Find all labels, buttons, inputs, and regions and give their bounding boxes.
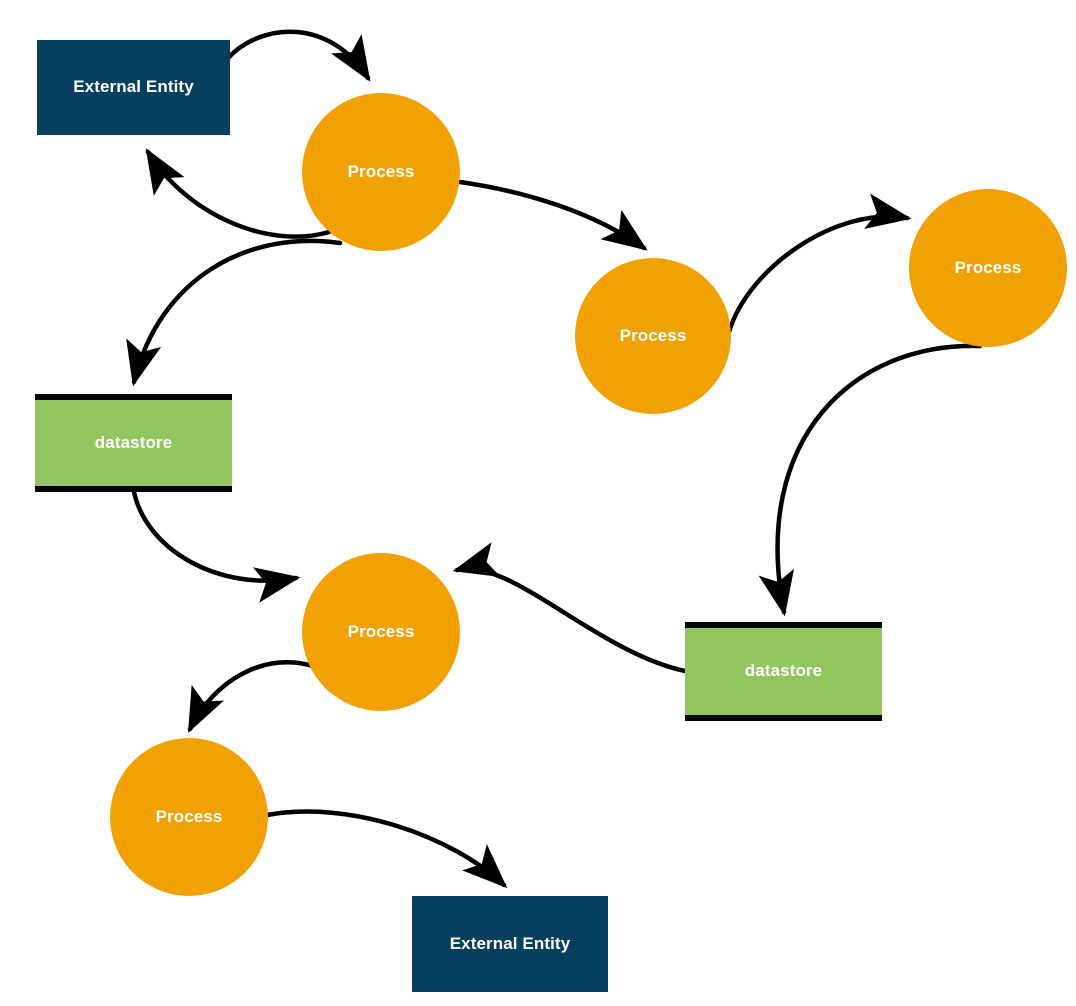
process-node-4[interactable]: Process	[302, 553, 460, 711]
datastore-node-1[interactable]: datastore	[35, 394, 232, 492]
datastore-label-1: datastore	[94, 432, 173, 452]
process-label-2: Process	[619, 325, 687, 345]
edge-p3-to-ds2	[758, 343, 983, 617]
process-label-1: Process	[347, 161, 415, 181]
edge-p2-to-p3	[726, 193, 912, 335]
process-node-1[interactable]: Process	[302, 93, 460, 251]
process-node-2[interactable]: Process	[575, 258, 731, 414]
edge-p4-to-p5	[187, 660, 319, 734]
edge-p1-to-ds1	[126, 238, 343, 387]
edge-ds1-to-p4	[131, 489, 301, 603]
edge-p5-to-ee2	[264, 809, 508, 889]
process-label-4: Process	[347, 621, 415, 641]
external-entity-node-2[interactable]: External Entity	[412, 896, 608, 992]
external-entity-node-1[interactable]: External Entity	[37, 40, 230, 135]
process-label-5: Process	[155, 806, 223, 826]
datastore-node-2[interactable]: datastore	[685, 622, 882, 721]
edge-p1-to-ee1	[145, 148, 332, 239]
process-label-3: Process	[954, 257, 1022, 277]
external-entity-label-1: External Entity	[73, 77, 194, 97]
edge-p1-to-p2	[457, 179, 648, 251]
edge-ds2-to-p4	[452, 542, 693, 675]
external-entity-label-2: External Entity	[449, 933, 571, 953]
edge-ee1-to-p1	[225, 29, 371, 82]
datastore-label-2: datastore	[744, 661, 823, 681]
process-node-3[interactable]: Process	[909, 189, 1067, 347]
process-node-5[interactable]: Process	[110, 738, 268, 896]
